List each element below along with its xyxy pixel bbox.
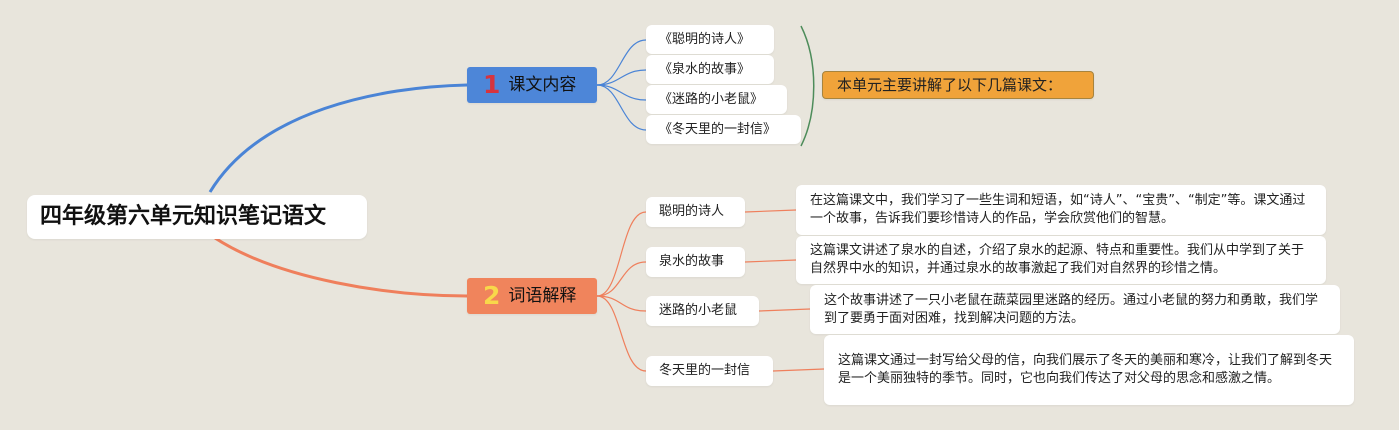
branch2-to-item2-link	[596, 261, 647, 297]
term-item-2[interactable]: 泉水的故事	[646, 247, 745, 277]
term-item-3[interactable]: 迷路的小老鼠	[646, 296, 759, 326]
term-item-4-label: 冬天里的一封信	[659, 363, 751, 378]
lesson-item-1[interactable]: 《聪明的诗人》	[646, 25, 774, 54]
branch2-to-item3-link	[596, 295, 647, 312]
branch1-label: 课文内容	[508, 75, 577, 95]
term-item-4[interactable]: 冬天里的一封信	[646, 356, 773, 386]
term-desc-3[interactable]: 这个故事讲述了一只小老鼠在蔬菜园里迷路的经历。通过小老鼠的努力和勇敢，我们学到了…	[810, 285, 1340, 334]
term-desc-3-text: 这个故事讲述了一只小老鼠在蔬菜园里迷路的经历。通过小老鼠的努力和勇敢，我们学到了…	[824, 292, 1319, 326]
branch1-to-item2-link	[596, 69, 647, 86]
lesson-item-4[interactable]: 《冬天里的一封信》	[646, 115, 801, 144]
lesson-summary-callout[interactable]: 本单元主要讲解了以下几篇课文：	[822, 71, 1094, 99]
term-item-3-label: 迷路的小老鼠	[659, 303, 738, 318]
lesson-item-4-label: 《冬天里的一封信》	[659, 121, 777, 137]
branch1-to-item1-link	[596, 39, 647, 86]
term-desc-2-text: 这篇课文讲述了泉水的自述，介绍了泉水的起源、特点和重要性。我们从中学到了关于自然…	[810, 243, 1305, 276]
branch-word-explanation[interactable]: 2 词语解释	[467, 278, 597, 314]
term-item-2-label: 泉水的故事	[659, 254, 725, 269]
summary-bracket	[800, 25, 815, 147]
term-desc-4[interactable]: 这篇课文通过一封写给父母的信，向我们展示了冬天的美丽和寒冷，让我们了解到冬天是一…	[824, 335, 1354, 405]
term-desc-4-text: 这篇课文通过一封写给父母的信，向我们展示了冬天的美丽和寒冷，让我们了解到冬天是一…	[838, 353, 1333, 386]
term-desc-1[interactable]: 在这篇课文中，我们学习了一些生词和短语，如“诗人”、“宝贵”、“制定”等。课文通…	[796, 185, 1326, 235]
term2-to-desc2-link	[744, 259, 797, 263]
term-desc-1-text: 在这篇课文中，我们学习了一些生词和短语，如“诗人”、“宝贵”、“制定”等。课文通…	[810, 193, 1306, 226]
term3-to-desc3-link	[758, 308, 811, 312]
branch1-number: 1	[483, 70, 501, 99]
term-item-1-label: 聪明的诗人	[659, 204, 725, 219]
lesson-item-1-label: 《聪明的诗人》	[659, 31, 751, 47]
term1-to-desc1-link	[744, 209, 797, 213]
branch2-label: 词语解释	[508, 286, 577, 306]
branch-lesson-content[interactable]: 1 课文内容	[467, 67, 597, 103]
lesson-item-2[interactable]: 《泉水的故事》	[646, 55, 774, 84]
lesson-item-2-label: 《泉水的故事》	[659, 61, 751, 77]
root-topic[interactable]: 四年级第六单元知识笔记语文	[27, 195, 367, 239]
term-item-1[interactable]: 聪明的诗人	[646, 197, 745, 227]
lesson-item-3[interactable]: 《迷路的小老鼠》	[646, 85, 787, 114]
lesson-item-3-label: 《迷路的小老鼠》	[659, 91, 764, 107]
branch1-to-item4-link	[596, 84, 647, 131]
lesson-summary-text: 本单元主要讲解了以下几篇课文：	[837, 76, 1063, 94]
root-to-branch1-link	[208, 83, 468, 193]
branch2-number: 2	[483, 281, 501, 310]
term4-to-desc4-link	[772, 368, 825, 372]
branch2-to-item4-link	[596, 295, 647, 372]
branch2-to-item1-link	[596, 211, 647, 297]
root-title: 四年级第六单元知识笔记语文	[40, 204, 327, 229]
root-to-branch2-link	[214, 236, 468, 298]
term-desc-2[interactable]: 这篇课文讲述了泉水的自述，介绍了泉水的起源、特点和重要性。我们从中学到了关于自然…	[796, 236, 1326, 284]
